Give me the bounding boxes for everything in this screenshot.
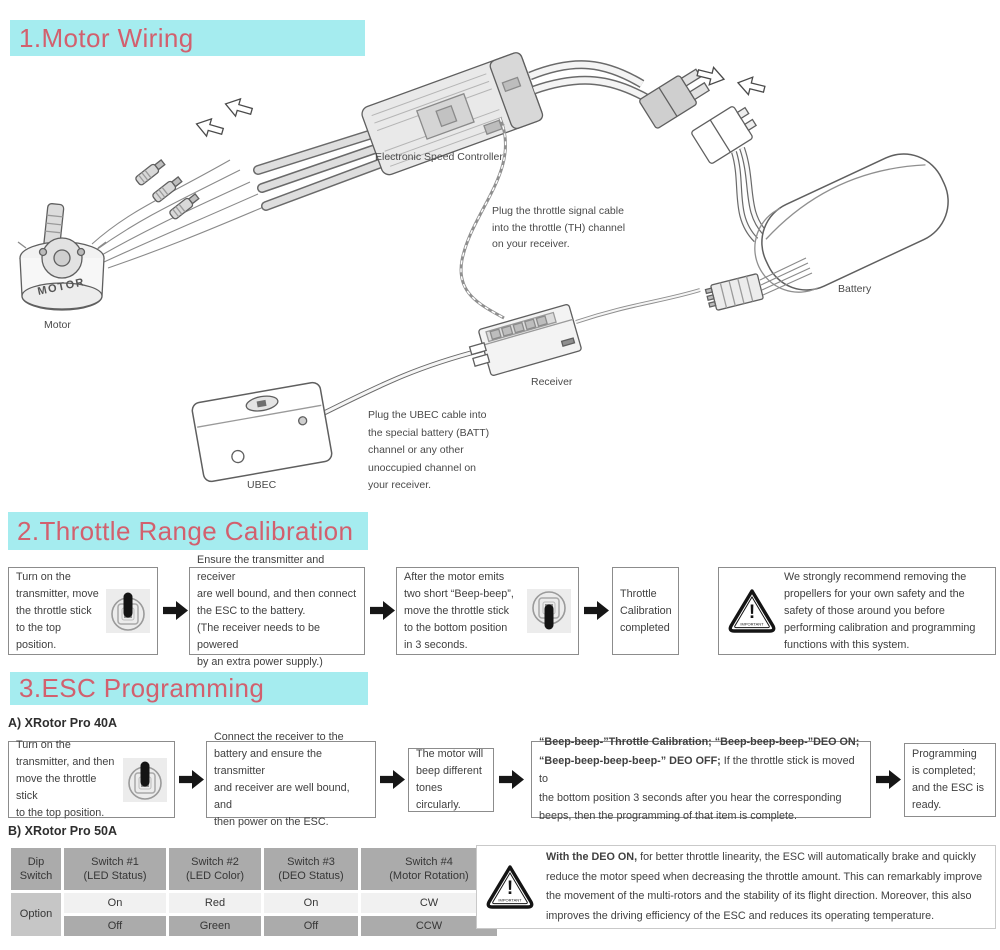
power-connector-female bbox=[691, 106, 758, 164]
throttle-stick-up-icon bbox=[106, 589, 150, 633]
programming-step-3: The motor will beep different tones circ… bbox=[408, 748, 494, 812]
section2-title: 2.Throttle Range Calibration bbox=[17, 515, 354, 546]
deo-warning-bold: With the DEO ON, bbox=[546, 851, 638, 863]
table-header-switch3: Switch #3 (DEO Status) bbox=[264, 848, 358, 890]
calibration-warning-box: ! IMPORTANT We strongly recommend removi… bbox=[718, 567, 996, 655]
programming-step-4-bold: “Beep-beep-”Throttle Calibration; “Beep-… bbox=[539, 736, 860, 767]
calibration-step-1: Turn on the transmitter, move the thrott… bbox=[8, 567, 158, 655]
programming-step-4-rest: If the throttle stick is moved to the bo… bbox=[539, 754, 855, 823]
table-row-off: Off Green Off CCW bbox=[11, 916, 497, 936]
deo-warning-rest: for better throttle linearity, the ESC w… bbox=[546, 851, 983, 922]
important-icon: ! IMPORTANT bbox=[486, 865, 534, 909]
programming-step-2: Connect the receiver to the battery and … bbox=[206, 731, 376, 828]
section3-title: 3.ESC Programming bbox=[19, 673, 265, 703]
balance-connector bbox=[704, 273, 764, 311]
programming-step-2-text: Connect the receiver to the battery and … bbox=[214, 730, 350, 828]
programming-step-5: Programming is completed; and the ESC is… bbox=[904, 743, 996, 817]
table-option-cell: Option bbox=[11, 893, 61, 936]
mating-arrow-icon bbox=[222, 94, 255, 121]
programming-step-1: Turn on the transmitter, and then move t… bbox=[8, 739, 175, 819]
section3-heading: 3.ESC Programming bbox=[10, 672, 368, 705]
svg-text:!: ! bbox=[749, 602, 755, 623]
section1-title: 1.Motor Wiring bbox=[19, 22, 194, 53]
receiver-label: Receiver bbox=[531, 376, 573, 388]
motor-illustration: MOTOR bbox=[17, 203, 107, 311]
throttle-signal-cable bbox=[459, 117, 507, 320]
calibration-warning-text: We strongly recommend removing the prope… bbox=[784, 570, 976, 651]
section2-heading: 2.Throttle Range Calibration bbox=[8, 512, 368, 550]
subsection-b-title: B) XRotor Pro 50A bbox=[8, 824, 118, 838]
throttle-cable-note: Plug the throttle signal cable into the … bbox=[492, 205, 626, 250]
dip-switch-table: Dip Switch Switch #1 (LED Status) Switch… bbox=[8, 845, 500, 939]
ubec-cable-note: Plug the UBEC cable into the special bat… bbox=[368, 409, 490, 491]
flow-arrow bbox=[163, 601, 188, 620]
calibration-step-2: Ensure the transmitter and receiver are … bbox=[189, 554, 365, 668]
table-header-switch1: Switch #1 (LED Status) bbox=[64, 848, 166, 890]
mating-arrow-icon bbox=[735, 73, 768, 99]
motor-label: Motor bbox=[44, 319, 71, 331]
battery-label: Battery bbox=[838, 283, 872, 295]
mating-arrow-icon bbox=[193, 114, 226, 141]
esc-phase-wires bbox=[253, 129, 389, 211]
programming-step-1-text: Turn on the transmitter, and then move t… bbox=[16, 739, 115, 819]
flow-arrow bbox=[499, 770, 524, 789]
important-icon-label: IMPORTANT bbox=[498, 898, 522, 903]
receiver-illustration bbox=[468, 304, 582, 376]
table-cell: Off bbox=[264, 916, 358, 936]
esc-power-wires bbox=[528, 60, 653, 104]
subsection-a-title: A) XRotor Pro 40A bbox=[8, 716, 118, 730]
calibration-step-2-text: Ensure the transmitter and receiver are … bbox=[197, 553, 357, 668]
table-header-switch2: Switch #2 (LED Color) bbox=[169, 848, 261, 890]
flow-arrow bbox=[584, 601, 609, 620]
flow-arrow bbox=[179, 770, 204, 789]
ubec-cable bbox=[320, 347, 483, 417]
deo-warning-box: ! IMPORTANT With the DEO ON, for better … bbox=[476, 845, 996, 929]
esc-illustration bbox=[361, 52, 544, 176]
programming-step-5-text: Programming is completed; and the ESC is… bbox=[912, 748, 985, 811]
motor-wires bbox=[91, 159, 267, 269]
calibration-step-3: After the motor emits two short “Beep-be… bbox=[396, 567, 579, 655]
mating-arrow-icon bbox=[694, 63, 727, 89]
table-cell: Red bbox=[169, 893, 261, 913]
calibration-step-4: Throttle Calibration completed bbox=[612, 567, 679, 655]
important-icon: ! IMPORTANT bbox=[728, 589, 776, 633]
throttle-stick-up-icon bbox=[123, 757, 167, 802]
throttle-stick-down-icon bbox=[527, 589, 571, 633]
table-cell: CW bbox=[361, 893, 497, 913]
table-cell: CCW bbox=[361, 916, 497, 936]
receiver-antenna bbox=[575, 288, 701, 324]
ubec-label: UBEC bbox=[247, 479, 277, 491]
table-header-switch4: Switch #4 (Motor Rotation) bbox=[361, 848, 497, 890]
table-cell: Off bbox=[64, 916, 166, 936]
svg-text:!: ! bbox=[507, 878, 513, 899]
table-row-on: Option On Red On CW bbox=[11, 893, 497, 936]
wiring-diagram: MOTOR bbox=[17, 52, 949, 483]
programming-step-4: “Beep-beep-”Throttle Calibration; “Beep-… bbox=[531, 736, 871, 822]
table-cell: Green bbox=[169, 916, 261, 936]
programming-step-3-text: The motor will beep different tones circ… bbox=[416, 748, 484, 811]
flow-arrow bbox=[380, 770, 405, 789]
calibration-step-4-text: Throttle Calibration completed bbox=[620, 587, 672, 634]
calibration-step-1-text: Turn on the transmitter, move the thrott… bbox=[16, 570, 99, 651]
esc-label: Electronic Speed Controller bbox=[375, 151, 503, 163]
table-cell: On bbox=[64, 893, 166, 913]
deo-warning-text: With the DEO ON, for better throttle lin… bbox=[546, 848, 988, 926]
battery-illustration bbox=[754, 153, 949, 293]
table-corner-cell: Dip Switch bbox=[11, 848, 61, 890]
programming-step-4-text: “Beep-beep-”Throttle Calibration; “Beep-… bbox=[539, 733, 863, 826]
motor-bullet-connectors bbox=[135, 159, 200, 220]
important-icon-label: IMPORTANT bbox=[740, 622, 764, 627]
table-cell: On bbox=[264, 893, 358, 913]
calibration-step-3-text: After the motor emits two short “Beep-be… bbox=[404, 570, 514, 651]
flow-arrow bbox=[370, 601, 395, 620]
ubec-illustration bbox=[191, 381, 333, 483]
section1-heading: 1.Motor Wiring bbox=[10, 20, 365, 56]
flow-arrow bbox=[876, 770, 901, 789]
table-header-row: Dip Switch Switch #1 (LED Status) Switch… bbox=[11, 848, 497, 890]
balance-ribbon bbox=[759, 257, 813, 296]
